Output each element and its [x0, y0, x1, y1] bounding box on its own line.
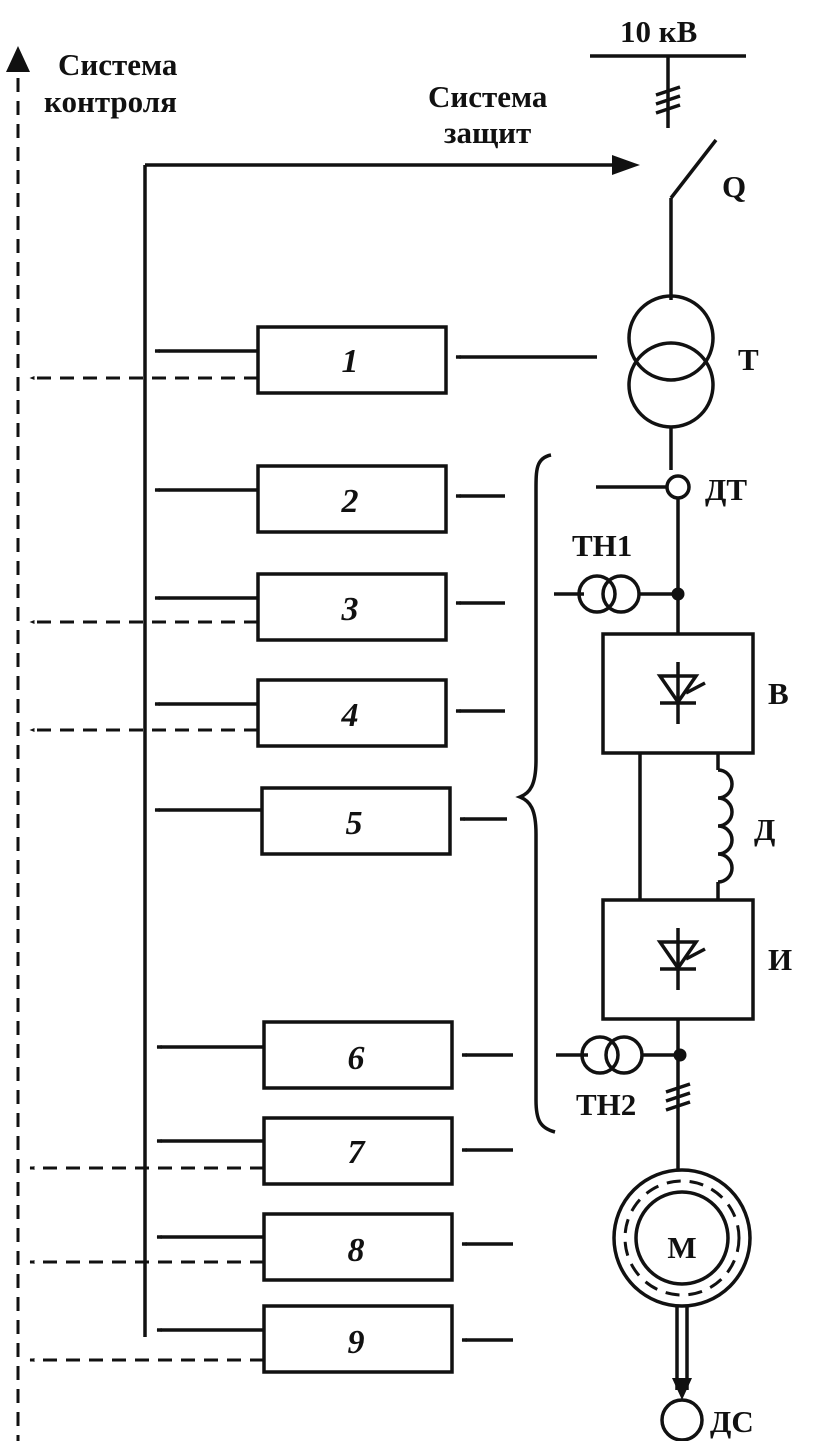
dc-link-choke-d — [638, 753, 734, 900]
block-label: 6 — [348, 1040, 365, 1077]
block-label: 9 — [348, 1324, 365, 1361]
speed-sensor-label: ДС — [710, 1404, 754, 1439]
breaker-label: Q — [722, 169, 746, 204]
transformer-t — [627, 294, 715, 470]
tn1-label: ТН1 — [572, 528, 632, 563]
block-label: 4 — [341, 697, 359, 734]
inverter-label: И — [768, 942, 792, 977]
rectifier-label: В — [768, 676, 789, 711]
block-2: 2 — [154, 464, 505, 534]
block-8: 8 — [29, 1212, 513, 1282]
block-label: 7 — [348, 1134, 367, 1171]
transformer-label: Т — [738, 342, 759, 377]
choke-label: Д — [754, 812, 775, 847]
current-sensor-dt — [596, 474, 691, 634]
inverter-i — [601, 898, 755, 1170]
breaker-q — [669, 138, 718, 300]
motor-m — [612, 1168, 752, 1308]
block-5: 5 — [154, 786, 507, 856]
brace — [515, 453, 556, 1134]
block-label: 3 — [341, 591, 359, 628]
block-3: 3 — [29, 572, 505, 642]
block-label: 1 — [342, 343, 359, 380]
block-label: 5 — [346, 805, 363, 842]
block-9: 9 — [29, 1304, 513, 1374]
control-system-label-line1: Система — [58, 47, 178, 82]
control-system-bus — [6, 46, 30, 1441]
speed-sensor-ds — [660, 1398, 704, 1441]
protection-system-bus — [143, 155, 640, 1337]
block-7: 7 — [29, 1116, 513, 1186]
motor-shaft — [672, 1306, 692, 1400]
motor-label: М — [667, 1230, 696, 1265]
voltage-label: 10 кВ — [620, 14, 697, 49]
block-6: 6 — [156, 1020, 513, 1090]
protection-bus-arrowhead — [612, 155, 640, 175]
control-system-label-line2: контроля — [44, 84, 177, 119]
control-bus-arrowhead — [6, 46, 30, 72]
protection-system-label-line2: защит — [444, 115, 531, 150]
tn2-label: ТН2 — [576, 1087, 636, 1122]
block-4: 4 — [29, 678, 505, 748]
block-label: 8 — [348, 1232, 365, 1269]
voltage-transformer-tn1 — [554, 574, 685, 614]
current-sensor-label: ДТ — [705, 472, 747, 507]
rectifier-b — [601, 632, 755, 755]
protection-system-label-line1: Система — [428, 79, 548, 114]
supply-bus-10kv — [590, 54, 746, 128]
block-1: 1 — [29, 325, 597, 395]
block-label: 2 — [341, 483, 359, 520]
voltage-transformer-tn2 — [556, 1035, 691, 1112]
